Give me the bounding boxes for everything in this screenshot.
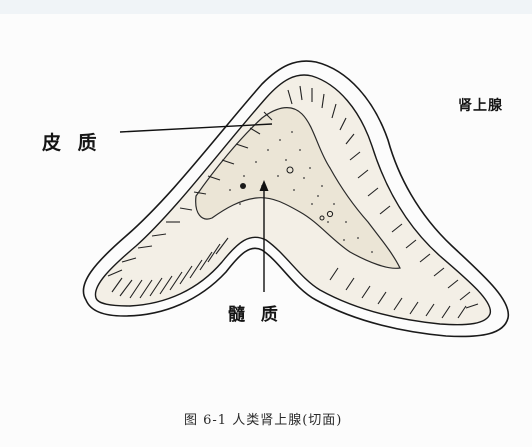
figure-caption: 图 6-1 人类肾上腺(切面) — [184, 409, 342, 428]
cortex-label: 皮 质 — [42, 128, 102, 155]
medulla-label: 髓 质 — [228, 300, 283, 325]
adrenal-gland-label: 肾上腺 — [458, 95, 503, 115]
